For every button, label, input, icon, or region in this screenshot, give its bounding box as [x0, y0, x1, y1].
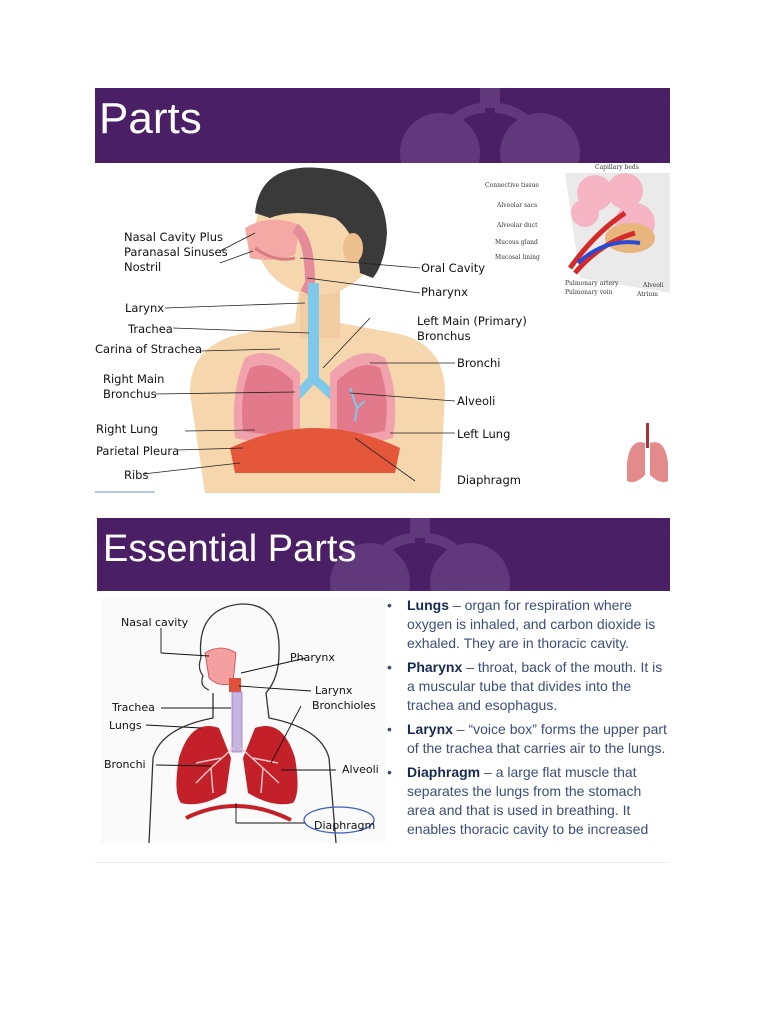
definition-list: •Lungs – organ for respiration where oxy…: [381, 596, 671, 844]
label-bronchi: Bronchi: [104, 758, 146, 771]
inset-pulmonary-vein: Pulmonary vein: [565, 289, 613, 296]
slide-essential-parts: Essential Parts: [95, 518, 670, 863]
label-paranasal-sinuses: Paranasal Sinuses: [124, 245, 228, 259]
slide-divider: [95, 862, 670, 863]
label-diaphragm: Diaphragm: [314, 819, 376, 832]
inset-atrium: Atrium: [637, 291, 658, 298]
label-trachea: Trachea: [128, 322, 173, 336]
essential-respiratory-diagram: [101, 598, 386, 843]
respiratory-system-diagram: [95, 167, 670, 493]
slide-parts: Parts: [95, 88, 670, 493]
label-nasal-cavity: Nasal cavity: [121, 616, 189, 629]
label-left-main: Left Main (Primary): [417, 314, 527, 328]
label-oral-cavity: Oral Cavity: [421, 261, 486, 275]
label-larynx: Larynx: [125, 301, 165, 315]
title-banner: Essential Parts: [97, 518, 670, 591]
label-left-bronchus: Bronchus: [417, 329, 471, 343]
label-bronchi: Bronchi: [457, 356, 501, 370]
diaphragm-circle-icon: [303, 806, 375, 834]
inset-alveolar-duct: Alveolar duct: [497, 222, 538, 229]
label-lungs: Lungs: [109, 719, 142, 732]
label-ribs: Ribs: [124, 468, 149, 482]
list-item: •Pharynx – throat, back of the mouth. It…: [387, 659, 663, 713]
page-title: Parts: [99, 94, 202, 143]
label-nasal-cavity: Nasal Cavity Plus: [124, 230, 223, 244]
lungs-watermark-icon: [400, 88, 580, 163]
list-item: •Lungs – organ for respiration where oxy…: [387, 597, 656, 651]
alveoli-inset-icon: [565, 173, 670, 293]
label-alveoli: Alveoli: [457, 394, 496, 408]
label-nostril: Nostril: [124, 260, 162, 274]
label-larynx: Larynx: [315, 684, 353, 697]
list-item: •Diaphragm – a large flat muscle that se…: [387, 764, 649, 837]
inset-alveolar-sacs: Alveolar sacs: [497, 202, 538, 209]
label-left-lung: Left Lung: [457, 427, 511, 441]
label-pharynx: Pharynx: [290, 651, 335, 664]
label-right-lung: Right Lung: [96, 422, 159, 436]
page-title: Essential Parts: [103, 528, 357, 570]
label-right-main: Right Main: [103, 372, 165, 386]
inset-capillary-beds: Capillary beds: [595, 164, 639, 171]
label-pharynx: Pharynx: [421, 285, 468, 299]
inset-mucosal-lining: Mucosal lining: [495, 254, 540, 261]
list-item: •Larynx – “voice box” forms the upper pa…: [387, 721, 667, 756]
small-lungs-icon: [627, 423, 668, 483]
label-carina: Carina of Strachea: [95, 342, 203, 356]
label-trachea: Trachea: [112, 701, 155, 714]
label-right-bronchus: Bronchus: [103, 387, 157, 401]
label-parietal-pleura: Parietal Pleura: [96, 444, 180, 458]
lungs-watermark-icon: [330, 518, 510, 591]
inset-alveoli: Alveoli: [643, 282, 664, 289]
inset-connective-tissue: Connective tissue: [485, 182, 539, 189]
inset-mucous-gland: Mucous gland: [495, 239, 538, 246]
label-alveoli: Alveoli: [342, 763, 379, 776]
inset-pulmonary-artery: Pulmonary artery: [565, 280, 619, 287]
title-banner: Parts: [95, 88, 670, 163]
label-diaphragm: Diaphragm: [457, 473, 521, 487]
label-bronchioles: Bronchioles: [312, 699, 376, 712]
